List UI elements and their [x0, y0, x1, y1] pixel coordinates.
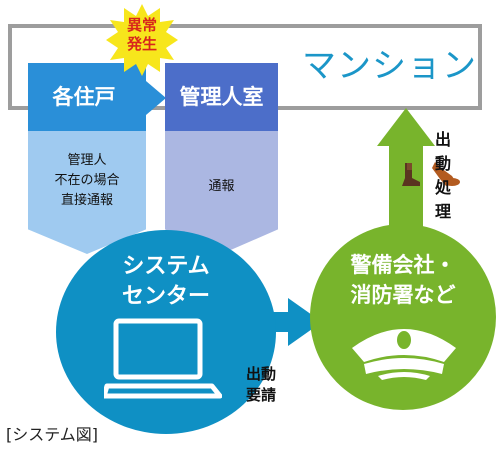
starburst-icon [106, 4, 178, 76]
system-center-line: センター [121, 284, 210, 309]
dispatch-action-char: 出 [434, 130, 451, 149]
residence-note-line: 不在の場合 [54, 173, 120, 188]
residence-note: 管理人 不在の場合 直接通報 [28, 151, 146, 211]
system-center-line: システム [122, 254, 210, 279]
dispatch-action-char: 動 [434, 154, 451, 173]
laptop-icon [104, 318, 222, 399]
office-box [165, 63, 278, 131]
system-center-node [56, 230, 276, 434]
alert-badge-text: 異常 発生 [117, 16, 167, 54]
dispatch-request-arrow [262, 298, 322, 346]
dispatch-request-label: 出動 要請 [246, 364, 286, 406]
office-label: 管理人室 [179, 85, 264, 109]
security-company-node [310, 224, 496, 410]
residence-to-office-arrow [146, 81, 166, 115]
system-center-label: システム センター [56, 252, 276, 312]
office-note: 通報 [208, 179, 235, 194]
mansion-label: マンション [302, 46, 477, 86]
residence-box [28, 63, 146, 131]
running-boots-icon [402, 162, 460, 186]
alert-badge-line: 発生 [126, 35, 157, 53]
residence-note-line: 直接通報 [60, 193, 113, 208]
dispatch-request-line: 要請 [246, 386, 277, 404]
residence-chevron [28, 131, 146, 254]
security-company-line: 警備会社・ [350, 253, 456, 277]
residence-note-line: 管理人 [67, 153, 107, 168]
dispatch-action-char: 理 [434, 202, 451, 221]
diagram-caption: [システム図] [6, 425, 99, 444]
security-company-line: 消防署など [350, 283, 456, 307]
alert-badge-line: 異常 [126, 16, 157, 34]
dispatch-request-line: 出動 [246, 365, 277, 383]
officer-cap-icon [352, 329, 456, 380]
security-company-label: 警備会社・ 消防署など [310, 250, 496, 310]
dispatch-action-label: 出 動 処 理 [432, 128, 454, 224]
residence-label: 各住戸 [52, 85, 116, 109]
dispatch-action-char: 処 [434, 178, 451, 197]
